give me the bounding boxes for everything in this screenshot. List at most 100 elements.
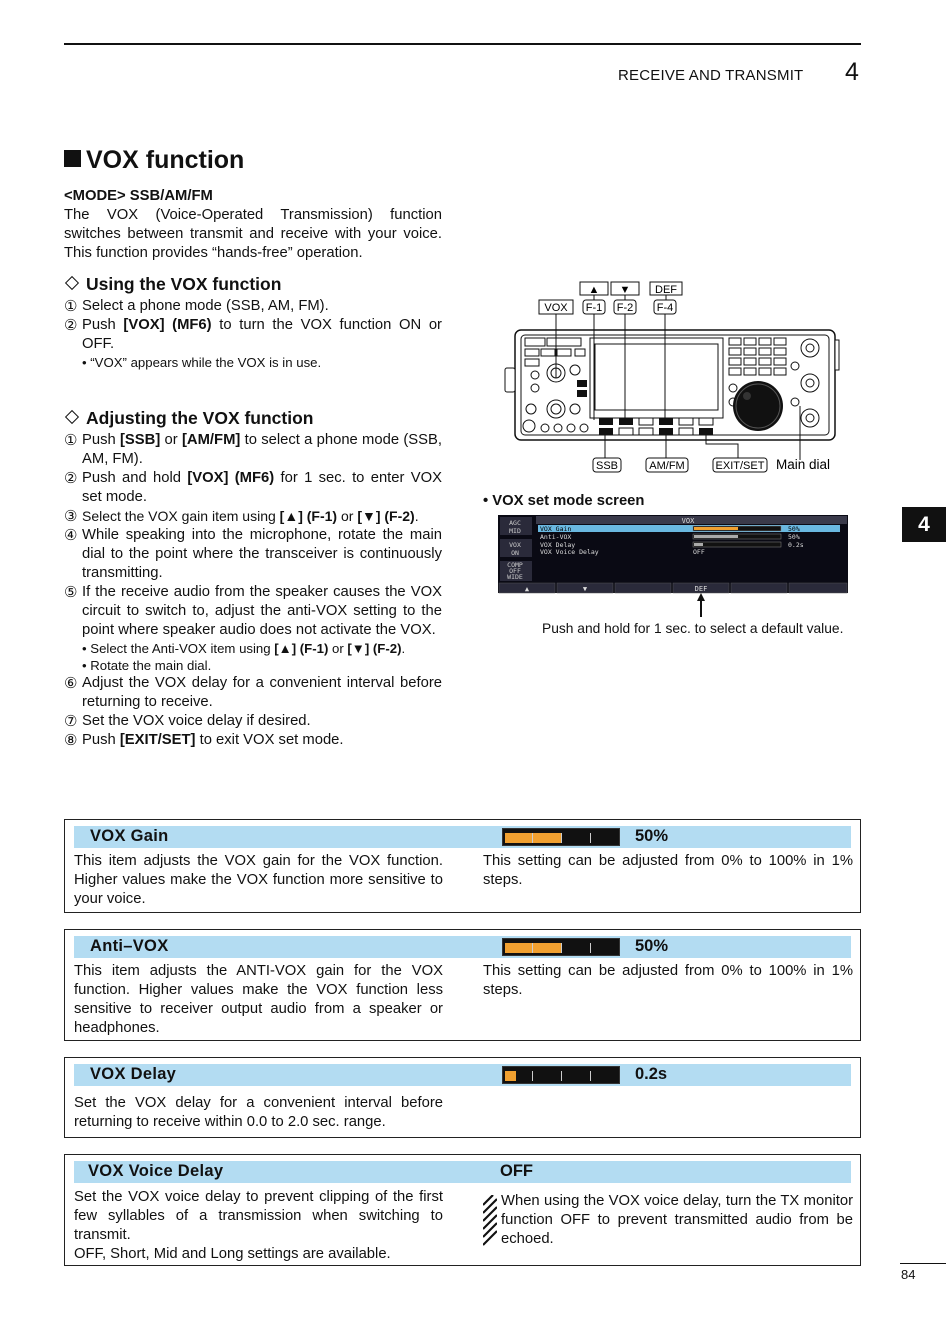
svg-text:0.2s: 0.2s [788,541,804,549]
svg-text:F-4: F-4 [657,302,674,314]
key-f4: F-4 [653,299,677,315]
svg-text:WIDE: WIDE [507,573,523,581]
using-note: • “VOX” appears while the VOX is in use. [82,355,322,370]
main-dial-icon [733,381,783,431]
intro-text: The VOX (Voice-Operated Transmission) fu… [64,207,442,261]
vox-delay-bar: VOX Delay 0.2s [74,1064,851,1086]
page-title: VOX function [64,146,244,175]
vox-gain-desc: This item adjusts the VOX gain for the V… [74,853,443,907]
svg-text:Anti-VOX: Anti-VOX [540,533,571,541]
anti-vox-desc: This item adjusts the ANTI-VOX gain for … [74,963,443,1036]
key-vox: VOX [538,299,574,315]
svg-text:SSB: SSB [596,460,618,472]
svg-text:AGC: AGC [509,519,521,527]
vox-delay-desc: Set the VOX delay for a convenient inter… [74,1095,443,1130]
svg-text:DEF: DEF [655,284,677,296]
adjust-note-2: • Rotate the main dial. [82,658,212,673]
vox-voice-delay-desc: Set the VOX voice delay to prevent clipp… [74,1189,443,1262]
vox-delay-meter [502,1066,620,1084]
anti-vox-meter [502,938,620,956]
svg-text:DEF: DEF [695,585,708,593]
svg-text:OFF: OFF [509,567,521,575]
svg-text:▼: ▼ [620,284,631,296]
vox-delay-label: VOX Delay [90,1065,177,1083]
svg-text:MID: MID [509,527,521,535]
screen-note: Push and hold for 1 sec. to select a def… [542,621,844,636]
svg-text:OFF: OFF [693,548,705,556]
anti-vox-value: 50% [635,937,669,955]
vox-gain-value: 50% [635,827,669,845]
diamond-icon [64,409,80,425]
adjusting-heading: Adjusting the VOX function [64,409,442,428]
chapter-number: 4 [845,58,859,86]
svg-text:ON: ON [511,549,519,557]
svg-text:50%: 50% [788,525,800,533]
key-f1: F-1 [582,299,606,315]
svg-text:50%: 50% [788,533,800,541]
footer-rule [900,1263,946,1264]
arrow-up-icon [697,593,705,617]
diamond-icon [64,275,80,291]
key-down: ▼ [610,281,640,296]
main-dial-label: Main dial [776,457,830,472]
key-up: ▲ [579,281,609,296]
screen-caption: • VOX set mode screen [483,493,645,509]
vox-delay-value: 0.2s [635,1065,668,1083]
svg-text:VOX Gain: VOX Gain [540,525,571,533]
svg-text:VOX: VOX [544,302,568,314]
svg-text:AM/FM: AM/FM [649,460,684,472]
svg-text:▼: ▼ [583,585,588,593]
svg-text:VOX: VOX [682,517,695,525]
mode-line: <MODE> SSB/AM/FM [64,188,213,204]
svg-text:F-1: F-1 [586,302,603,314]
svg-text:VOX Delay: VOX Delay [540,541,575,549]
svg-text:COMP: COMP [507,561,523,569]
anti-vox-box: Anti–VOX 50% This item adjusts the ANTI-… [64,929,861,1041]
square-bullet-icon [64,150,81,167]
header-rule [64,43,861,45]
vox-voice-delay-bar: VOX Voice Delay OFF [74,1161,851,1183]
key-ssb: SSB [592,457,622,473]
using-heading: Using the VOX function [64,275,442,294]
vox-voice-delay-label: VOX Voice Delay [88,1162,224,1180]
vox-delay-box: VOX Delay 0.2s Set the VOX delay for a c… [64,1057,861,1138]
svg-text:VOX Voice Delay: VOX Voice Delay [540,548,599,556]
anti-vox-bar: Anti–VOX 50% [74,936,851,958]
svg-text:VOX: VOX [509,541,521,549]
caution-stripes-icon [483,1195,497,1246]
left-column: <MODE> SSB/AM/FM The VOX (Voice-Operated… [64,187,442,750]
key-f2: F-2 [613,299,637,315]
vox-gain-label: VOX Gain [90,827,169,845]
svg-text:▲: ▲ [525,585,530,593]
adjust-note-1: • Select the Anti-VOX item using [▲] (F-… [82,641,406,656]
transceiver-diagram: ▲ ▼ DEF VOX F-1 F-2 F-4 [504,281,840,473]
vox-voice-delay-box: VOX Voice Delay OFF Set the VOX voice de… [64,1154,861,1266]
key-amfm: AM/FM [645,457,689,473]
anti-vox-label: Anti–VOX [90,937,169,955]
key-exitset: EXIT/SET [712,457,768,473]
svg-text:▲: ▲ [589,284,600,296]
vox-gain-box: VOX Gain 50% This item adjusts the VOX g… [64,819,861,913]
vox-gain-meter [502,828,620,846]
key-def: DEF [649,281,683,296]
vox-gain-range: This setting can be adjusted from 0% to … [483,853,853,888]
vox-gain-bar: VOX Gain 50% [74,826,851,848]
section-title: RECEIVE AND TRANSMIT [618,67,804,84]
svg-text:EXIT/SET: EXIT/SET [716,460,765,472]
vox-voice-delay-value: OFF [500,1162,533,1180]
chapter-tab: 4 [902,507,946,542]
vox-voice-delay-note: When using the VOX voice delay, turn the… [501,1193,853,1247]
anti-vox-range: This setting can be adjusted from 0% to … [483,963,853,998]
svg-text:F-2: F-2 [617,302,634,314]
